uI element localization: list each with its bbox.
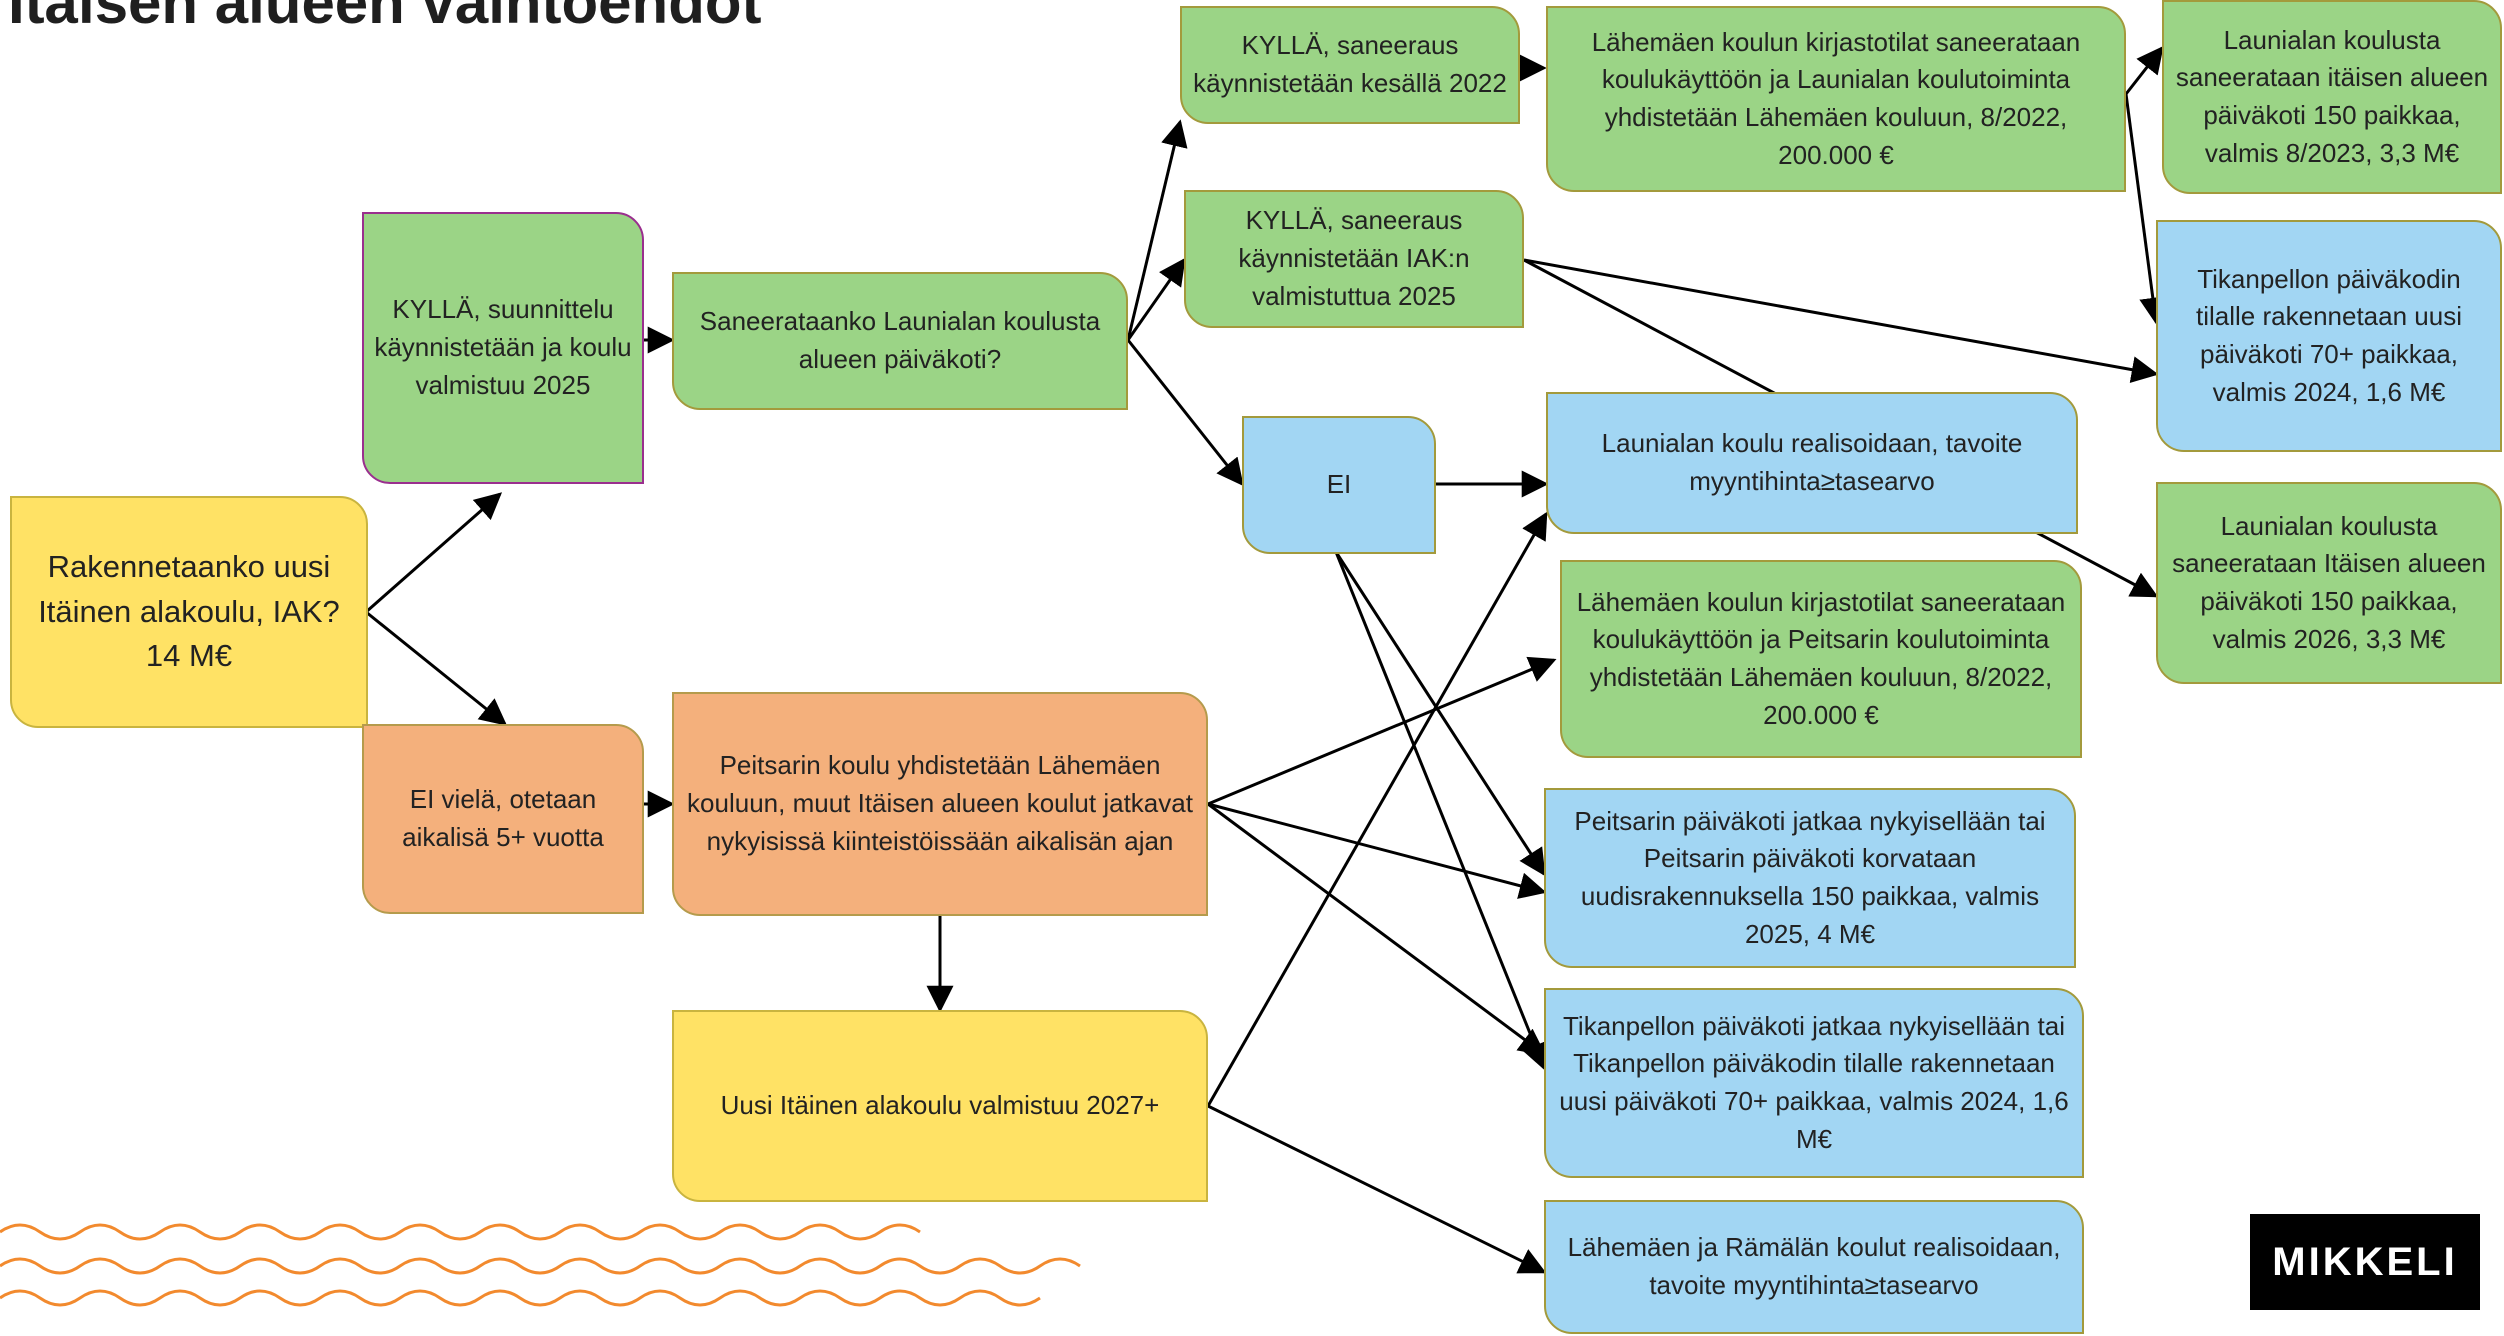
node-lahemaki-launiala: Lähemäen koulun kirjastotilat saneerataa… [1546,6,2126,192]
arrow-uusi-to-lahemaki-ramala [1207,1104,1547,1274]
arrow-lahemaki-to-launiala-2023 [2124,45,2164,95]
arrow-saneerataanko-to-iak [1126,257,1186,341]
node-saneerataanko: Saneerataanko Launialan koulusta alueen … [672,272,1128,410]
node-tikanpelto-uusi: Tikanpellon päiväkodin tilalle rakenneta… [2156,220,2502,452]
arrow-peitsari-to-lahemaki-peitsari [1207,656,1557,806]
node-launiala-realisoidaan: Launialan koulu realisoidaan, tavoite my… [1546,392,2078,534]
node-kylla-suunnittelu: KYLLÄ, suunnittelu käynnistetään ja koul… [362,212,644,484]
arrow-ei-to-peitsari-paivakoti [1334,551,1546,877]
arrow-saneerataanko-to-ei [1126,339,1244,487]
arrow-peitsari-to-tikanpelto-jatkaa [1207,802,1547,1056]
node-kylla-iak: KYLLÄ, saneeraus käynnistetään IAK:n val… [1184,190,1524,328]
arrow-ei-to-tikanpelto-jatkaa [1334,551,1548,1071]
arrow-peitsari-to-peitsari-paivakoti [1207,802,1547,899]
arrow-root-to-ei-viela [365,610,508,726]
node-ei-viela: EI vielä, otetaan aikalisä 5+ vuotta [362,724,644,914]
wave-decoration [0,1223,1081,1307]
node-tikanpelto-jatkaa: Tikanpellon päiväkoti jatkaa nykyisellää… [1544,988,2084,1178]
node-launiala-2026: Launialan koulusta saneerataan Itäisen a… [2156,482,2502,684]
page-title: Itäisen alueen vaihtoehdot [8,0,762,36]
arrow-iak-to-tikanpelto-uusi [1523,258,2159,383]
node-launiala-2023: Launialan koulusta saneerataan itäisen a… [2162,0,2502,194]
arrow-saneerataanko-to-kesalla [1126,119,1188,341]
node-peitsari-paivakoti: Peitsarin päiväkoti jatkaa nykyisellään … [1544,788,2076,968]
node-ei: EI [1242,416,1436,554]
arrow-lahemaki-to-tikanpelto-uusi [2124,93,2167,325]
node-kylla-kesalla: KYLLÄ, saneeraus käynnistetään kesällä 2… [1180,6,1520,124]
mikkeli-logo: MIKKELI [2250,1214,2480,1310]
arrow-root-to-kylla [365,492,503,614]
arrow-uusi-to-launiala-realisoidaan [1206,511,1548,1107]
node-peitsari-yhdistetaan: Peitsarin koulu yhdistetään Lähemäen kou… [672,692,1208,916]
node-lahemaki-peitsari: Lähemäen koulun kirjastotilat saneerataa… [1560,560,2082,758]
node-root-question: Rakennetaanko uusi Itäinen alakoulu, IAK… [10,496,368,728]
node-lahemaki-ramala: Lähemäen ja Rämälän koulut realisoidaan,… [1544,1200,2084,1334]
node-uusi-valmistuu: Uusi Itäinen alakoulu valmistuu 2027+ [672,1010,1208,1202]
